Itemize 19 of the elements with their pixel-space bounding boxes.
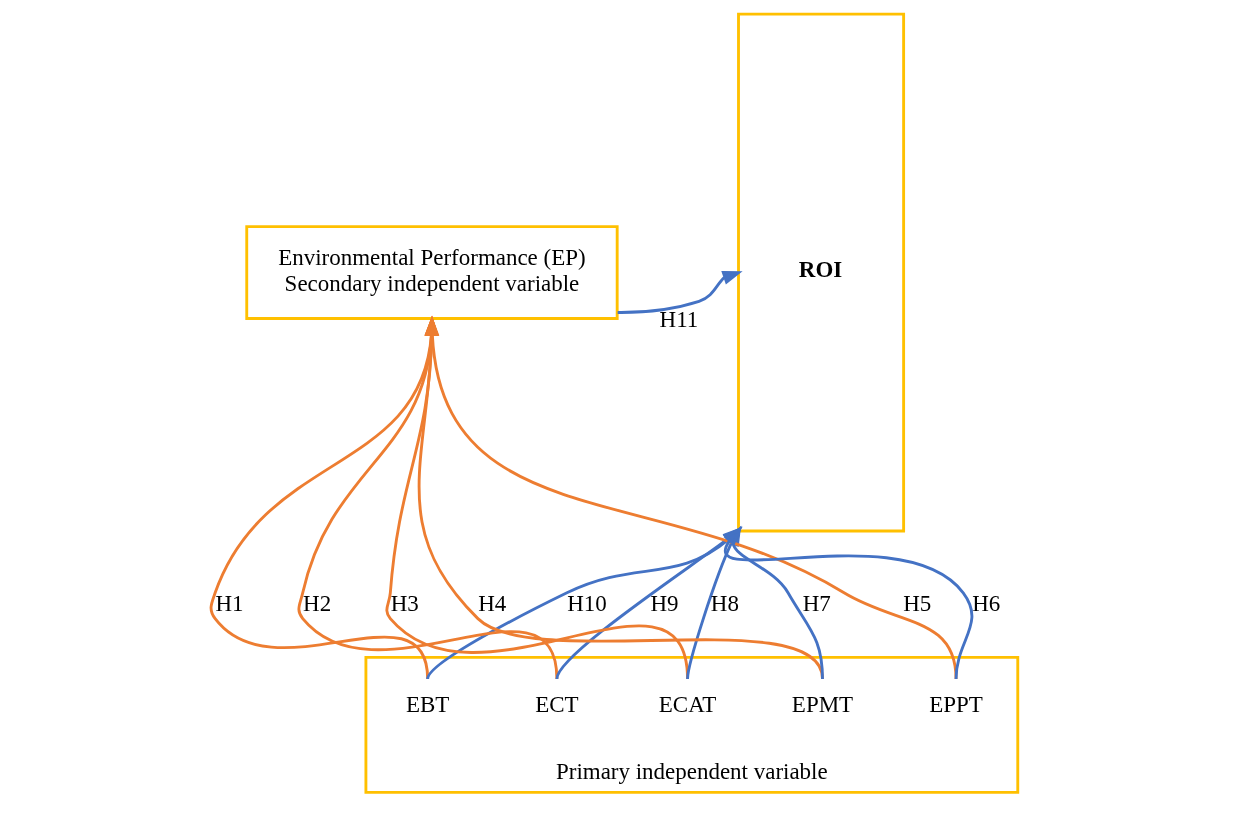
node-text: ECT: [534, 691, 579, 717]
edge-label: H3: [390, 591, 419, 617]
edge-label: H5: [902, 591, 931, 617]
node-text: EPMT: [791, 691, 853, 717]
node-box: Environmental Performance (EP) Secondary independent variable: [244, 225, 619, 320]
node-text: ECAT: [658, 691, 716, 717]
edge-label: H6: [971, 591, 1000, 617]
arrow: [617, 271, 743, 314]
node-box: ROI: [736, 12, 905, 533]
edge-label: H4: [477, 591, 506, 617]
edge-label: H10: [566, 591, 607, 617]
edge-label: H9: [650, 591, 679, 617]
edge-label: H11: [659, 306, 698, 332]
edge-label: H2: [302, 591, 331, 617]
edge-label: H7: [802, 591, 831, 617]
edge-label: H1: [214, 591, 244, 617]
node-text: EBT: [405, 691, 449, 717]
edge-label: H8: [710, 591, 739, 617]
node-text: EPPT: [928, 691, 983, 717]
